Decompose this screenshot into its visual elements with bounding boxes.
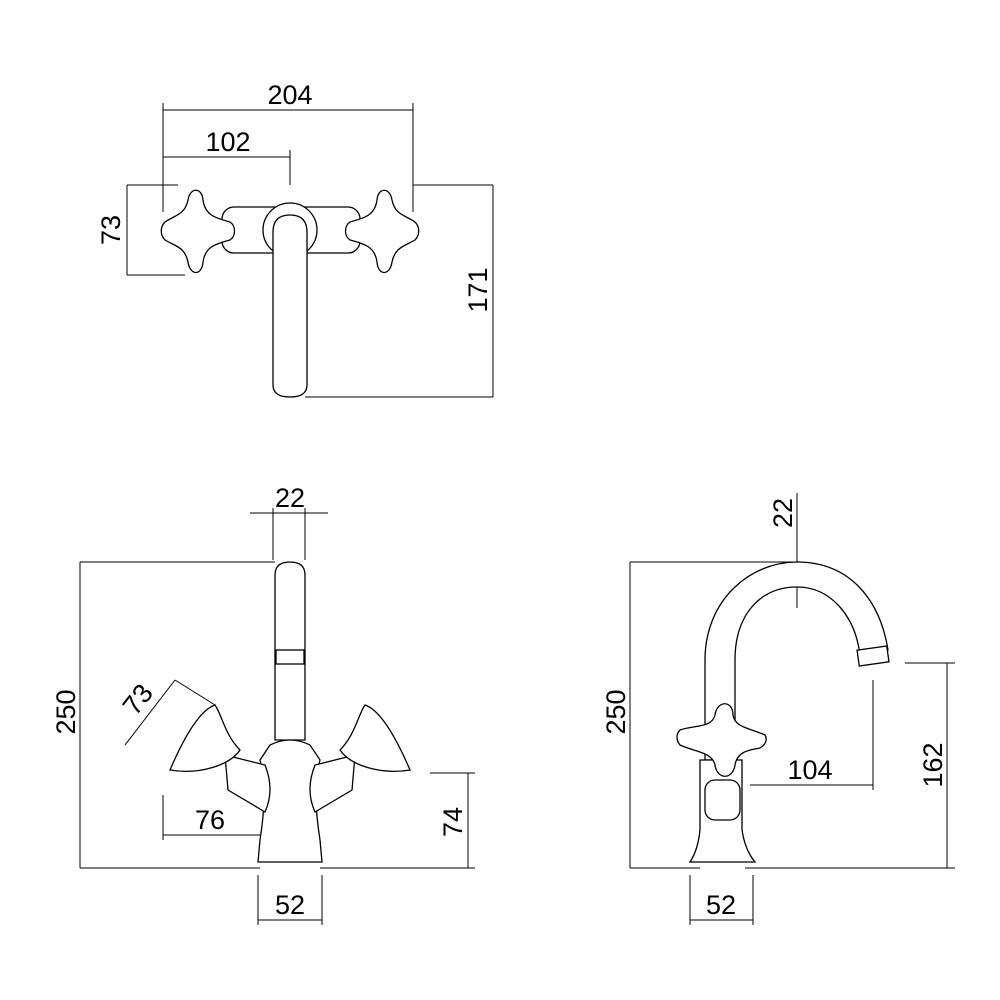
front-dimension-lines: [79, 508, 475, 925]
dim-front-handle-reach: 76: [195, 805, 225, 835]
front-view: 22 250 73 76 74 52: [51, 483, 475, 925]
dim-front-base-width: 52: [275, 890, 305, 920]
side-faucet-outline: [676, 561, 890, 863]
dim-top-center-offset: 102: [205, 127, 250, 157]
dim-side-base-width: 52: [706, 890, 736, 920]
top-view: 204 102 73 171: [96, 80, 494, 398]
side-view: 22 250 104 162 52: [601, 493, 955, 925]
dim-front-height: 250: [51, 689, 81, 734]
dim-side-outlet-height: 162: [918, 742, 948, 787]
dim-front-base-to-handle: 74: [438, 807, 468, 837]
dim-top-width-total: 204: [267, 80, 312, 110]
dim-top-depth: 171: [463, 267, 493, 312]
dim-side-height: 250: [601, 689, 631, 734]
dim-top-handle-span: 73: [96, 215, 126, 245]
top-faucet-outline: [160, 189, 420, 398]
dim-side-spout-reach: 104: [787, 755, 832, 785]
front-faucet-outline: [169, 561, 411, 863]
side-dimension-lines: [629, 493, 955, 925]
dim-front-handle-size: 73: [117, 678, 159, 720]
top-dimension-lines: [126, 103, 494, 398]
dim-side-spout-diameter: 22: [768, 498, 798, 528]
dim-front-spout-diameter: 22: [275, 483, 305, 513]
